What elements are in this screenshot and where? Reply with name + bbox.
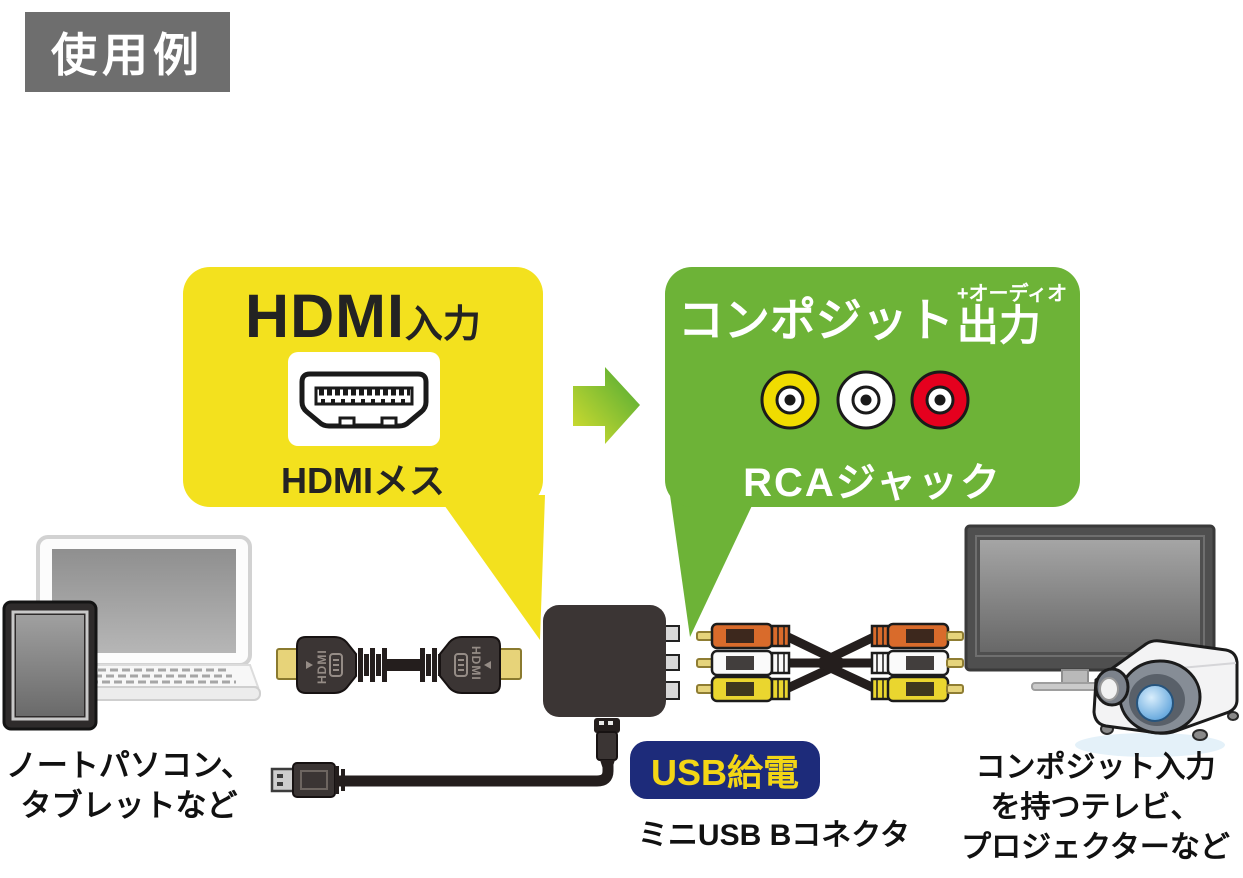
composite-plug-orange-left — [696, 622, 791, 650]
source-devices-caption: ノートパソコン、 タブレットなど — [0, 746, 258, 826]
usb-power-badge: USB給電 — [630, 741, 820, 799]
hdmi-female-port-icon — [288, 352, 440, 446]
rca-jack-caption: RCAジャック — [743, 461, 1002, 505]
hdmi-input-title: HDMI 入力 — [183, 281, 543, 351]
composite-cable-illustration — [696, 622, 964, 703]
usb-a-connector — [270, 762, 345, 798]
usb-cable-illustration — [270, 718, 620, 798]
rca-audio-white-jack-icon — [836, 370, 896, 430]
source-devices-line2: タブレットなど — [20, 788, 238, 823]
projector-illustration — [1075, 639, 1239, 757]
hdmi-title-main: HDMI — [245, 282, 405, 350]
usb-power-badge-label: USB給電 — [650, 752, 799, 793]
source-devices-line1: ノートパソコン、 — [5, 748, 253, 783]
svg-text:HDMI: HDMI — [315, 649, 329, 684]
composite-plug-yellow-left — [696, 675, 791, 703]
converter-box-illustration — [543, 605, 680, 717]
rca-video-jack-icon — [760, 370, 820, 430]
hdmi-female-caption: HDMIメス — [281, 460, 445, 501]
composite-title-audio-sup: +オーディオ — [956, 283, 1068, 305]
usage-example-label: 使用例 — [51, 29, 204, 81]
composite-output-title: コンポジット +オーディオ 出力 — [665, 283, 1080, 347]
rca-jack-icons — [760, 370, 970, 430]
composite-plug-orange-right — [870, 622, 964, 650]
right-arrow-icon — [573, 367, 640, 444]
tablet-illustration — [2, 600, 98, 731]
output-devices-caption: コンポジット入力 を持つテレビ、 プロジェクターなど — [948, 748, 1243, 868]
usage-example-title-badge: 使用例 — [25, 12, 230, 92]
mini-usb-caption: ミニUSB Bコネクタ — [637, 819, 911, 852]
composite-plug-yellow-right — [870, 675, 964, 703]
hdmi-title-suffix: 入力 — [404, 304, 481, 346]
composite-plug-white-left — [696, 649, 791, 677]
svg-text:HDMI: HDMI — [469, 646, 483, 681]
composite-plug-white-right — [870, 649, 964, 677]
composite-title-output-sub: 出力 — [956, 302, 1041, 349]
hdmi-cable-illustration: HDMI HDMI — [276, 636, 522, 694]
output-devices-line2: を持つテレビ、 — [990, 791, 1201, 824]
rca-audio-red-jack-icon — [910, 370, 970, 430]
output-devices-line3: プロジェクターなど — [961, 831, 1230, 864]
composite-title-main: コンポジット — [677, 294, 954, 347]
output-devices-line1: コンポジット入力 — [975, 751, 1216, 784]
composite-title-stack: +オーディオ 出力 — [957, 283, 1067, 347]
mini-usb-b-connector — [594, 718, 620, 772]
